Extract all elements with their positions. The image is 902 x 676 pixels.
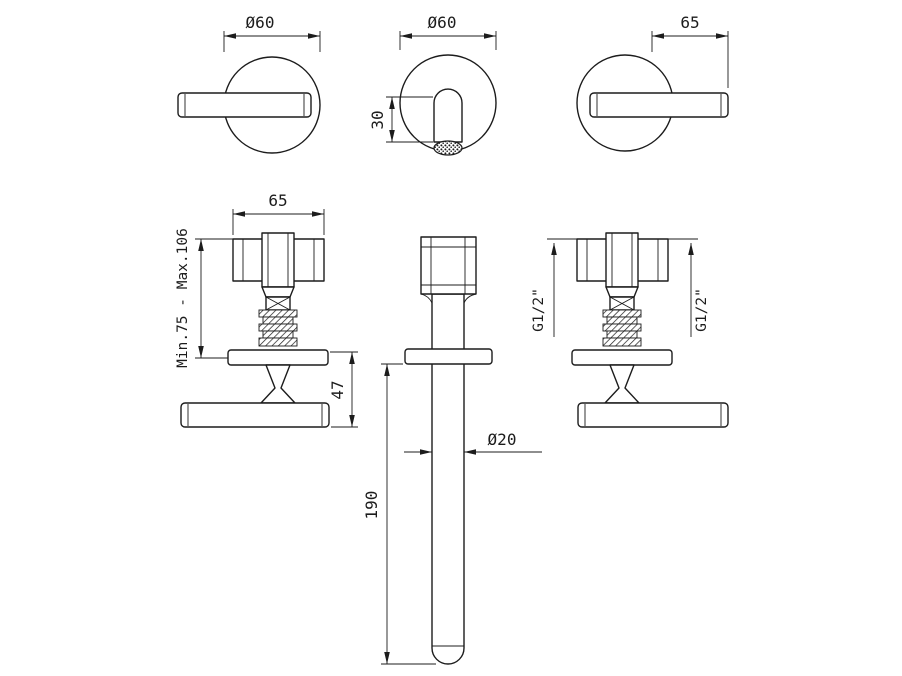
handle-lever (177, 92, 312, 118)
dim-label-handle-offset: 47 (328, 380, 347, 399)
dim-label-depth-range: Min.75 - Max.106 (175, 228, 191, 368)
dim-thread-right: G1/2" (668, 238, 710, 337)
dim-label-thread-right: G1/2" (694, 288, 710, 332)
dim-valve-width-65: 65 (232, 191, 325, 235)
dim-label-thread-left: G1/2" (531, 288, 547, 332)
dim-spout-projection-30: 30 (368, 96, 433, 143)
valve-center-nut (605, 232, 639, 288)
spout-tube-front (433, 88, 463, 143)
dim-tube-diameter-20: Ø20 (404, 430, 542, 455)
dim-depth-range: Min.75 - Max.106 (175, 228, 233, 368)
cartridge-ribs (258, 309, 298, 347)
dim-label-valve-width: 65 (268, 191, 287, 210)
dim-label-diameter-left: Ø60 (246, 13, 275, 32)
dim-handle-length-65: 65 (651, 13, 729, 88)
side-view-spout: Ø20 190 (362, 236, 542, 665)
dim-diameter-60-center: Ø60 (399, 13, 497, 50)
wall-flange (227, 349, 329, 366)
wall-flange (404, 348, 493, 365)
front-view-handle-left: Ø60 (177, 13, 321, 154)
spout-wall-fitting (420, 236, 477, 295)
dim-label-projection: 30 (368, 110, 387, 129)
cartridge-ribs (602, 309, 642, 347)
valve-neck (261, 286, 295, 298)
side-view-valve-left: 65 Min.75 - Max.106 47 (175, 191, 358, 428)
side-view-valve-right: G1/2" G1/2" (531, 232, 729, 428)
handle-cone (260, 364, 296, 404)
handle-cone (604, 364, 640, 404)
handle-lever-side (180, 402, 330, 428)
dim-label-handle-length: 65 (680, 13, 699, 32)
dim-label-diameter-center: Ø60 (428, 13, 457, 32)
front-view-handle-right: 65 (576, 13, 729, 152)
handle-lever-side (577, 402, 729, 428)
dim-label-tube-length: 190 (362, 491, 381, 520)
valve-neck (605, 286, 639, 298)
dim-label-tube-diameter: Ø20 (488, 430, 517, 449)
spout-tube-side (431, 293, 465, 665)
dim-handle-offset-47: 47 (328, 351, 358, 428)
handle-lever (589, 92, 729, 118)
dim-thread-left: G1/2" (531, 238, 577, 337)
wall-flange (571, 349, 673, 366)
dim-tube-length-190: 190 (362, 363, 436, 665)
aerator-outlet (433, 140, 463, 156)
dim-diameter-60-left: Ø60 (223, 13, 321, 52)
valve-center-nut (261, 232, 295, 288)
front-view-spout: Ø60 30 (368, 13, 497, 156)
